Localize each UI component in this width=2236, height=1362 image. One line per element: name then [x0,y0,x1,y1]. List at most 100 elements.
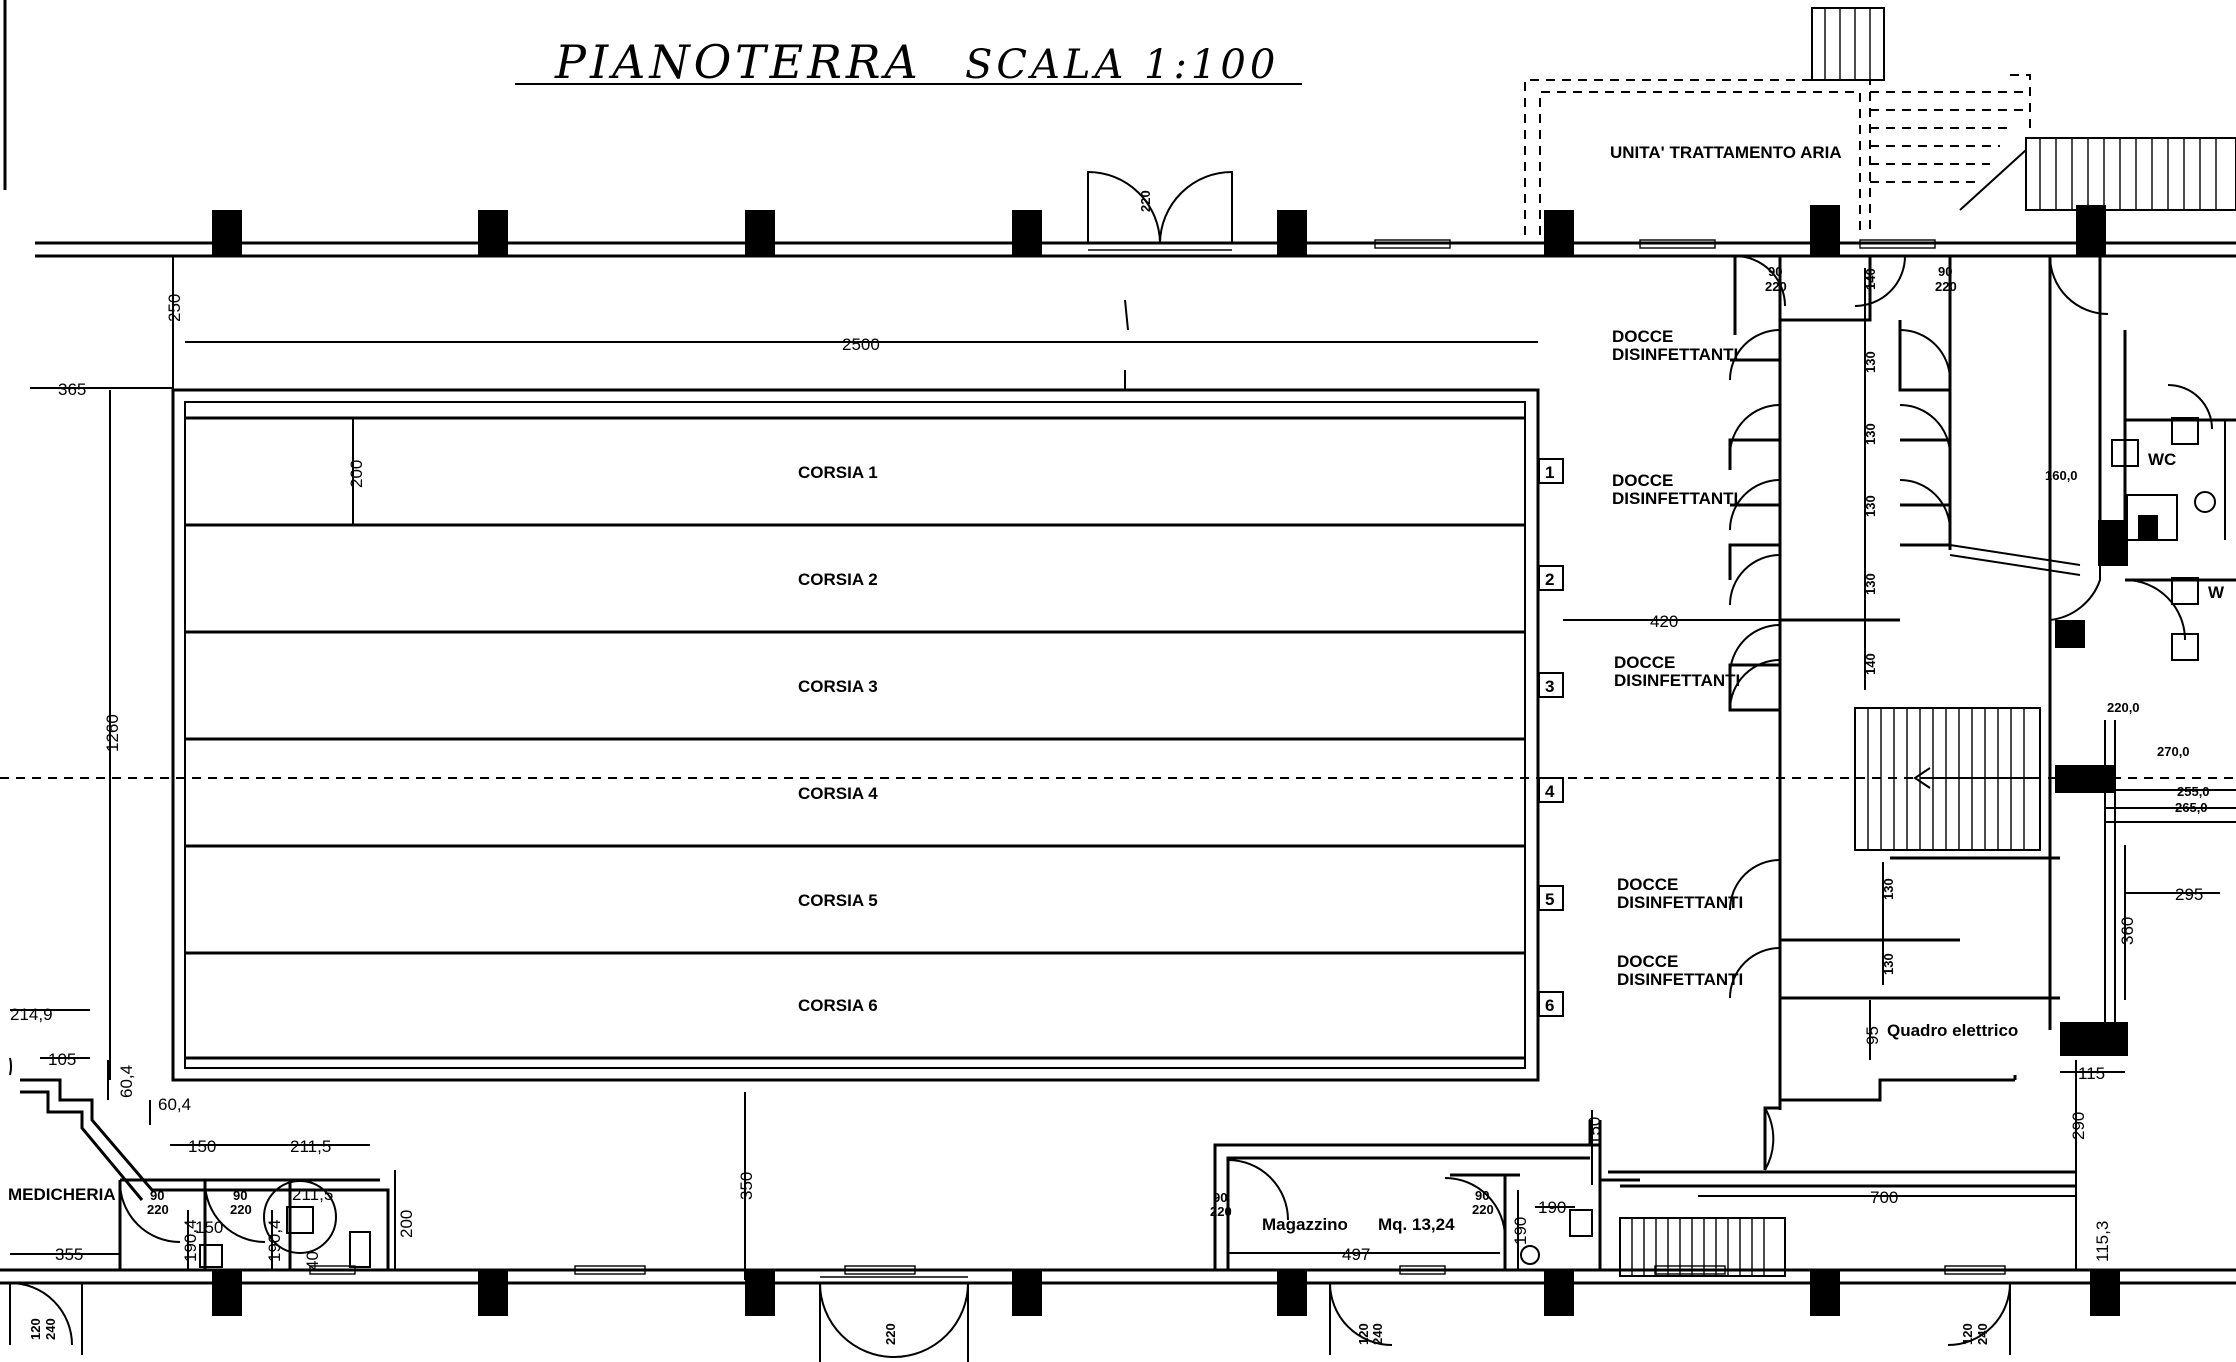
label-medicheria: MEDICHERIA [8,1185,116,1204]
label-docce: DOCCE [1612,327,1673,346]
dim-200: 200 [347,460,366,488]
svg-text:160,0: 160,0 [2045,468,2078,483]
door-size: 220 [230,1202,252,1217]
label-quadro: Quadro elettrico [1887,1021,2018,1040]
label-docce: DOCCE [1612,471,1673,490]
door-size: 90 [1475,1188,1489,1203]
label-disinfettanti: DISINFETTANTI [1614,671,1740,690]
label-docce: DOCCE [1617,875,1678,894]
block-number: 3 [1545,677,1554,696]
svg-text:130: 130 [1881,953,1896,975]
door-size: 240 [43,1318,58,1340]
dim-350: 350 [737,1172,756,1200]
label-wc: WC [2148,450,2176,469]
door-size: 220 [147,1202,169,1217]
bottom-wall [0,1265,2236,1285]
door-size: 90 [1768,264,1782,279]
door-size: 220 [1210,1204,1232,1219]
dim-295: 295 [2175,885,2203,904]
dim-115-3: 115,3 [2093,1221,2112,1262]
svg-text:130: 130 [1863,423,1878,445]
block-number: 5 [1545,890,1554,909]
door-size: 120 [1356,1323,1371,1345]
svg-text:220: 220 [1138,190,1153,212]
svg-text:270,0: 270,0 [2157,744,2190,759]
door-size: 90 [150,1188,164,1203]
block-number: 4 [1545,782,1555,801]
lane-label: CORSIA 3 [798,677,878,696]
label-mq: Mq. 13,24 [1378,1215,1455,1234]
svg-text:130: 130 [1863,573,1878,595]
title-scale: SCALA 1:100 [965,42,1279,88]
dim-190a: 190,4 [181,1219,200,1262]
door-size: 240 [1370,1323,1385,1345]
dimension-lines: 2500 3 6 5 250 200 1260 420 350 [30,256,1780,1280]
label-magazzino: Magazzino [1262,1215,1348,1234]
dim-150b: 150 [195,1218,223,1237]
door-size: 120 [28,1318,43,1340]
lane-label: CORSIA 5 [798,891,878,910]
dim-60a: 60,4 [117,1065,136,1098]
electrical-room: Quadro elettrico 95 115 [1763,1000,2128,1171]
lane-label: CORSIA 6 [798,996,878,1015]
label-disinfettanti: DISINFETTANTI [1612,489,1738,508]
lower-shower-rooms: 130 130 [1729,856,2060,1108]
lane-labels: CORSIA 1 CORSIA 2 CORSIA 3 CORSIA 4 CORS… [798,463,878,1015]
door-size: 220 [1765,279,1787,294]
label-unita: UNITA' TRATTAMENTO ARIA [1610,143,1842,162]
door-size: 90 [1938,264,1952,279]
lane-label: CORSIA 4 [798,784,878,803]
mark [1124,299,1129,331]
svg-text:265,0: 265,0 [2175,800,2208,815]
wc-area: WC W [2111,330,2236,661]
svg-text:255,0: 255,0 [2177,784,2210,799]
door-size: 90 [233,1188,247,1203]
svg-text:220,0: 220,0 [2107,700,2140,715]
starting-blocks: 1 2 3 4 5 6 [1538,458,1564,1017]
dim-190b: 190,4 [265,1219,284,1262]
air-treatment-unit: UNITA' TRATTAMENTO ARIA [1524,7,2236,235]
dim-214: 214,9 [10,1005,53,1024]
dim-497: 497 [1342,1245,1370,1264]
dim-360: 360 [2118,917,2137,945]
dim-420: 420 [1650,612,1678,631]
label-w: W [2208,583,2225,602]
top-entrance-door: 220 [1087,170,1233,251]
svg-text:130: 130 [1863,495,1878,517]
staircase [1854,707,2041,851]
dim-2500: 2500 [842,335,880,354]
door-size: 120 [1960,1323,1975,1345]
shower-rooms: 90 220 90 220 140 130 130 130 130 140 DO… [1612,255,2081,1110]
dim-190d: 190 [1538,1198,1566,1217]
block-number: 2 [1545,570,1554,589]
bottom-columns [212,1270,2120,1316]
block-number: 6 [1545,996,1554,1015]
dim-200b: 200 [397,1210,416,1238]
dim-250: 250 [165,294,184,322]
title-terra: TERRA [735,35,922,89]
label-docce: DOCCE [1617,952,1678,971]
right-corridor: 360 295 160,0 220,0 270,0 255,0 265,0 [2045,255,2236,1030]
dim-150c: 150 [1585,1117,1604,1145]
top-wall [35,239,2236,258]
lower-right-corridor: 700 290 115,3 [1608,1060,2112,1277]
svg-text:140: 140 [1863,653,1878,675]
label-disinfettanti: DISINFETTANTI [1612,345,1738,364]
svg-text:130: 130 [1863,351,1878,373]
dim-190c: 190 [1511,1217,1530,1245]
block-number: 1 [1545,463,1554,482]
svg-text:140: 140 [1863,268,1878,290]
plan-title: PIANO TERRA SCALA 1:100 [515,35,1302,89]
bottom-rooms: 90 220 Magazzino Mq. 13,24 497 90 220 19… [1210,1110,1640,1270]
svg-text:130: 130 [1881,878,1896,900]
dim-95: 95 [1863,1026,1882,1045]
dim-1260: 1260 [103,714,122,752]
dim-60b: 60,4 [158,1095,191,1114]
top-columns [212,205,2106,256]
label-disinfettanti: DISINFETTANTI [1617,893,1743,912]
dim-115: 115 [2078,1064,2105,1083]
dim-40: 40 [303,1251,322,1270]
label-disinfettanti: DISINFETTANTI [1617,970,1743,989]
label-docce: DOCCE [1614,653,1675,672]
